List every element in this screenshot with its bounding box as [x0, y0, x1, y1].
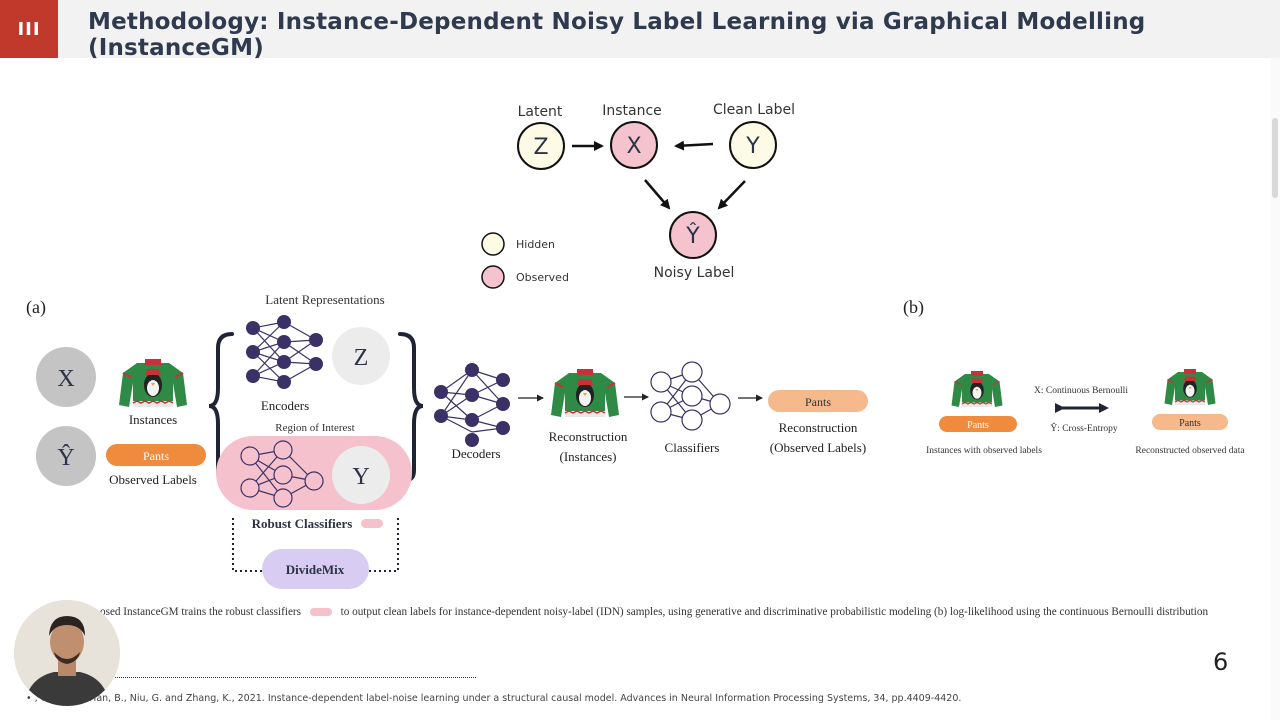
reconstructed-sweater-image	[550, 368, 620, 418]
instance-node	[610, 121, 658, 169]
classifier-network	[650, 361, 731, 431]
reconstruction-instances-line1: Reconstruction	[549, 429, 628, 444]
clean-y-circle	[332, 446, 390, 504]
figure-caption: osed InstanceGM trains the robust classi…	[18, 606, 1208, 618]
pants-label-text: Pants	[143, 449, 169, 463]
noisy-label-label: Noisy Label	[654, 265, 735, 281]
decoder-network	[434, 363, 510, 447]
robust-classifiers-swatch	[361, 519, 383, 528]
encoders-label: Encoders	[261, 398, 309, 413]
scrollbar-track[interactable]	[1270, 58, 1280, 720]
observed-labels-caption: Observed Labels	[109, 472, 197, 487]
scrollbar-thumb[interactable]	[1272, 118, 1278, 198]
clean-label-label: Clean Label	[713, 102, 795, 118]
edge-clean-noisy	[717, 180, 746, 210]
slide-header: III Methodology: Instance-Dependent Nois…	[0, 0, 1280, 61]
noisy-label-node-letter: Ŷ	[685, 223, 700, 249]
legend-observed-swatch	[481, 265, 505, 289]
dividemix-label: DivideMix	[286, 562, 345, 577]
encoder-network	[246, 315, 323, 389]
instances-sweater-image	[118, 358, 188, 408]
classifiers-label: Classifiers	[665, 440, 720, 455]
page-number: 6	[1213, 648, 1229, 676]
noisy-label-node	[669, 211, 717, 259]
x-input-symbol: X	[57, 366, 74, 392]
graphical-model: Latent Instance Clean Label Z X Y Ŷ Nois…	[481, 102, 795, 289]
edge-clean-instance	[674, 140, 714, 151]
slide-title: Methodology: Instance-Dependent Noisy La…	[88, 9, 1146, 61]
legend-observed-label: Observed	[516, 271, 569, 284]
yhat-input-symbol: Ŷ	[57, 445, 74, 471]
instance-label: Instance	[602, 103, 662, 119]
x-input-circle	[36, 347, 96, 407]
reference-text: • , Gong, M., Han, B., Niu, G. and Zhang…	[26, 693, 962, 704]
caption-swatch	[309, 608, 332, 617]
reconstruction-labels-line1: Reconstruction	[779, 420, 858, 435]
reference-divider	[20, 677, 476, 678]
panel-b-right-caption: Reconstructed observed data	[1135, 446, 1245, 456]
decoders-label: Decoders	[451, 446, 500, 461]
reconstruction-labels-line2: (Observed Labels)	[770, 440, 866, 455]
instance-node-letter: X	[626, 134, 641, 159]
panel-b-reconstructed-sweater	[1163, 368, 1217, 406]
panel-a-marker: (a)	[26, 297, 46, 318]
legend-hidden-label: Hidden	[516, 238, 555, 251]
clean-label-node	[729, 121, 777, 169]
edge-instance-noisy	[644, 179, 671, 210]
clean-y-symbol: Y	[352, 464, 369, 490]
reconstruction-instances-line2: (Instances)	[559, 449, 616, 464]
latent-node-letter: Z	[533, 135, 548, 160]
latent-representations-label: Latent Representations	[265, 292, 385, 307]
panel-b-pants-right	[1152, 414, 1228, 430]
caption-part2: to output clean labels for instance-depe…	[340, 606, 1209, 618]
dividemix-box	[262, 549, 369, 589]
panel-b-pants-left-text: Pants	[967, 420, 989, 431]
region-of-interest-label: Region of Interest	[275, 422, 354, 434]
instances-label: Instances	[129, 412, 177, 427]
panel-b-left-caption: Instances with observed labels	[926, 446, 1042, 456]
right-brace	[398, 332, 424, 482]
latent-z-symbol: Z	[354, 345, 369, 371]
caption-part1: osed InstanceGM trains the robust classi…	[100, 606, 302, 618]
latent-label: Latent	[518, 104, 563, 120]
panel-b-pants-left	[939, 416, 1017, 432]
pants-label-pill	[106, 444, 206, 466]
legend-hidden-swatch	[481, 232, 505, 256]
yhat-input-circle	[36, 426, 96, 486]
clean-label-node-letter: Y	[745, 134, 760, 159]
robust-classifiers-label: Robust Classifiers	[252, 516, 353, 531]
panel-b-marker: (b)	[903, 297, 924, 318]
section-badge: III	[0, 0, 58, 58]
reconstructed-pants-text: Pants	[805, 395, 831, 409]
panel-a: (a) X Ŷ Instances Pants Observed Labels …	[26, 292, 868, 589]
panel-b: (b) Pants Instances with observed labels…	[903, 297, 1245, 456]
latent-node	[517, 122, 565, 170]
panel-b-x-loss: X: Continuous Bernoulli	[1034, 386, 1128, 396]
latent-z-circle	[332, 327, 390, 385]
panel-b-y-loss: Ŷ: Cross-Entropy	[1050, 422, 1118, 434]
panel-b-original-sweater	[950, 370, 1004, 408]
panel-b-pants-right-text: Pants	[1179, 418, 1201, 429]
reconstructed-pants-pill	[768, 390, 868, 412]
presenter-webcam	[14, 600, 120, 706]
robust-classifier-network	[240, 440, 324, 508]
